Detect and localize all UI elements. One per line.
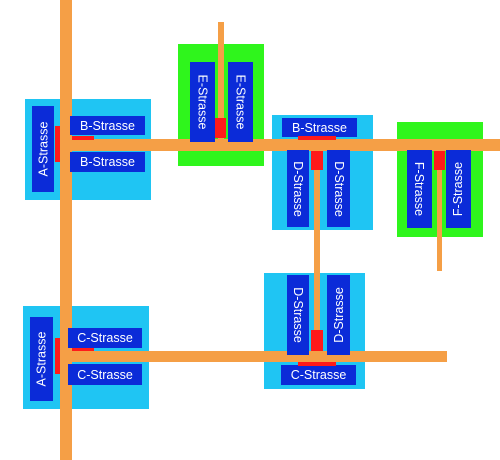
d-strasse-sign-lower-right-text: D-Strasse	[331, 287, 346, 343]
b-strasse-sign-upper-bottom: B-Strasse	[70, 152, 145, 172]
b-strasse-sign-upper-top-text: B-Strasse	[80, 118, 135, 133]
junction-marker-cd-horizontal	[298, 362, 336, 366]
c-strasse-sign-lower-right: C-Strasse	[281, 365, 356, 385]
junction-marker-ac-vertical	[55, 338, 60, 374]
c-strasse-road	[60, 351, 447, 362]
d-strasse-sign-lower-left: D-Strasse	[287, 275, 309, 355]
b-strasse-sign-mid: B-Strasse	[282, 118, 357, 137]
d-strasse-sign-lower-right: D-Strasse	[327, 275, 350, 355]
junction-marker-bd-vertical	[311, 151, 323, 170]
a-strasse-sign-upper: A-Strasse	[32, 106, 54, 192]
junction-marker-ab-horizontal	[72, 136, 94, 140]
b-strasse-road	[60, 139, 500, 151]
d-strasse-sign-upper-right-text: D-Strasse	[331, 160, 346, 217]
b-strasse-sign-mid-text: B-Strasse	[292, 120, 347, 135]
c-strasse-sign-lower-bottom-text: C-Strasse	[77, 367, 133, 382]
d-strasse-sign-lower-left-text: D-Strasse	[291, 287, 306, 343]
f-strasse-road	[437, 145, 442, 271]
d-strasse-sign-upper-right: D-Strasse	[327, 150, 350, 227]
junction-marker-cd-vertical	[311, 330, 323, 351]
b-strasse-sign-upper-bottom-text: B-Strasse	[80, 155, 135, 169]
junction-marker-bd-horizontal	[298, 136, 336, 140]
a-strasse-sign-lower: A-Strasse	[30, 317, 53, 401]
d-strasse-sign-upper-left: D-Strasse	[287, 150, 309, 227]
c-strasse-sign-lower-bottom: C-Strasse	[68, 364, 142, 385]
f-strasse-sign-left: F-Strasse	[407, 150, 432, 228]
e-strasse-sign-left: E-Strasse	[190, 62, 215, 142]
junction-marker-e	[215, 118, 226, 138]
junction-marker-ac-horizontal	[72, 348, 94, 351]
e-strasse-sign-right: E-Strasse	[228, 62, 253, 142]
d-strasse-sign-upper-left-text: D-Strasse	[291, 160, 306, 217]
e-strasse-road	[218, 22, 224, 146]
f-strasse-sign-right: F-Strasse	[446, 150, 471, 228]
e-strasse-sign-left-text: E-Strasse	[195, 74, 210, 130]
c-strasse-sign-lower-right-text: C-Strasse	[290, 368, 347, 382]
junction-marker-f	[434, 151, 445, 170]
d-strasse-road	[314, 145, 320, 357]
a-strasse-road	[60, 0, 72, 460]
c-strasse-sign-lower-top: C-Strasse	[68, 328, 142, 348]
c-strasse-sign-lower-top-text: C-Strasse	[77, 331, 133, 345]
a-strasse-sign-lower-text: A-Strasse	[34, 331, 49, 387]
f-strasse-sign-left-text: F-Strasse	[412, 161, 427, 217]
junction-marker-ab-vertical	[55, 126, 60, 162]
e-strasse-sign-right-text: E-Strasse	[233, 74, 248, 130]
a-strasse-sign-upper-text: A-Strasse	[36, 121, 51, 177]
b-strasse-sign-upper-top: B-Strasse	[70, 116, 145, 135]
f-strasse-sign-right-text: F-Strasse	[451, 161, 466, 217]
